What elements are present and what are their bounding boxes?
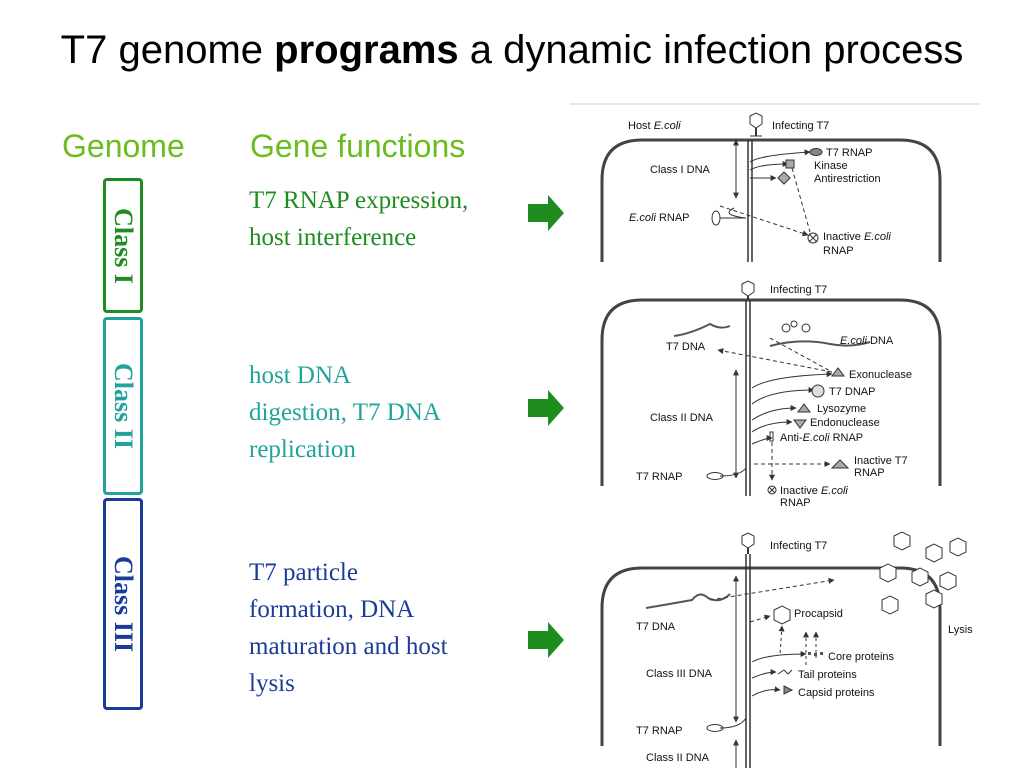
class-iii-label: Class III xyxy=(109,555,138,653)
t7-dnap-label: T7 DNAP xyxy=(829,386,875,398)
class-ii-box: Class II xyxy=(103,317,143,495)
core-proteins-label: Core proteins xyxy=(828,651,895,663)
t7-rnap-label: T7 RNAP xyxy=(636,471,682,483)
class-i-diagram: Host E.coli Infecting T7 Class I DNA T7 … xyxy=(570,103,980,262)
class-i-label: Class I xyxy=(109,207,138,284)
class-iii-dna-label: Class III DNA xyxy=(646,668,713,680)
t7-rnap-label: T7 RNAP xyxy=(826,147,872,159)
infecting-t7-label: Infecting T7 xyxy=(770,540,827,552)
class-i-dna-label: Class I DNA xyxy=(650,164,711,176)
tail-proteins-label: Tail proteins xyxy=(798,669,857,681)
genome-header: Genome xyxy=(62,128,185,164)
procapsid-label: Procapsid xyxy=(794,608,843,620)
class-i-description: T7 RNAP expression, host interference xyxy=(249,187,469,251)
slide-title: T7 genome programs a dynamic infection p… xyxy=(60,28,964,72)
exonuclease-label: Exonuclease xyxy=(849,369,912,381)
inactive-ecoli-rnap-label: Inactive E.coli xyxy=(780,485,848,497)
anti-ecoli-rnap-label: Anti-E.coli RNAP xyxy=(780,432,863,444)
inactive-t7-label: Inactive T7 xyxy=(854,455,908,467)
right-arrow-icon xyxy=(528,622,564,658)
lysozyme-label: Lysozyme xyxy=(817,403,866,415)
phage-icon xyxy=(741,532,755,554)
right-arrow-icon xyxy=(528,390,564,426)
gene-functions-header: Gene functions xyxy=(250,128,466,164)
class-iii-description: T7 particle formation, DNA maturation an… xyxy=(249,559,448,697)
host-label: Host E.coli xyxy=(628,120,681,132)
infecting-t7-label: Infecting T7 xyxy=(772,120,829,132)
inactive-ecoli-rnap-label: Inactive E.coli xyxy=(823,231,891,243)
class-ii-label: Class II xyxy=(109,363,138,449)
right-arrow-icon xyxy=(528,195,564,231)
class-ii-dna-label: Class II DNA xyxy=(650,412,714,424)
class-ii-diagram: Infecting T7 T7 DNA E.coli DNA Exonuclea… xyxy=(600,280,942,509)
ecoli-dna-label: E.coli DNA xyxy=(840,335,894,347)
phage-icon xyxy=(741,280,755,300)
t7-dna-label: T7 DNA xyxy=(666,341,706,353)
t7-rnap-label: T7 RNAP xyxy=(636,725,682,737)
antirestriction-label: Antirestriction xyxy=(814,173,881,185)
inactive-rnap-label: RNAP xyxy=(780,497,811,509)
kinase-label: Kinase xyxy=(814,160,848,172)
endonuclease-label: Endonuclease xyxy=(810,417,880,429)
class-ii-description: host DNA digestion, T7 DNA replication xyxy=(249,362,441,463)
infecting-t7-label: Infecting T7 xyxy=(770,284,827,296)
procapsid-icon xyxy=(773,605,791,625)
class-iii-diagram: Infecting T7 T7 DNA Procapsid Lysis Core… xyxy=(600,531,973,768)
inactive-t7-rnap-label: RNAP xyxy=(854,467,885,479)
t7-dna-label: T7 DNA xyxy=(636,621,676,633)
class-ii-dna-label: Class II DNA xyxy=(646,752,710,764)
capsid-proteins-label: Capsid proteins xyxy=(798,687,875,699)
phage-icon xyxy=(749,112,763,137)
class-iii-box: Class III xyxy=(103,498,143,710)
lysis-label: Lysis xyxy=(948,624,973,636)
ecoli-rnap-label: E.coli RNAP xyxy=(629,212,690,224)
class-i-box: Class I xyxy=(103,178,143,313)
released-phages-icon xyxy=(879,531,967,615)
inactive-rnap-label: RNAP xyxy=(823,245,854,257)
